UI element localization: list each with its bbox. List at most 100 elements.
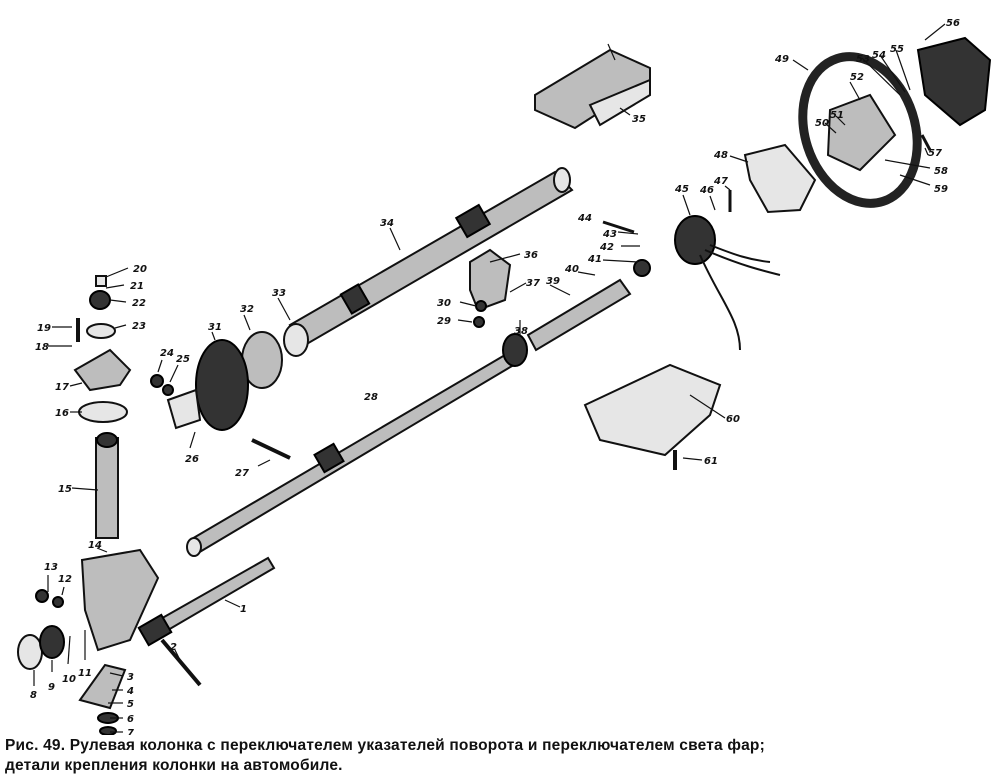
caption-line-2: детали крепления колонки на автомобиле. [5, 757, 343, 774]
label-22: 22 [132, 298, 146, 309]
part-48-cover [743, 143, 817, 214]
label-27: 27 [235, 468, 249, 479]
part-4-pitman-arm [78, 663, 127, 710]
label-28: 28 [364, 392, 378, 403]
label-16: 16 [55, 408, 69, 419]
part-7-nut [99, 726, 117, 735]
label-48: 48 [713, 150, 728, 161]
part-13-nut [35, 589, 49, 603]
label-59: 59 [934, 184, 948, 195]
label-36: 36 [524, 250, 538, 261]
caption-line-1: Рис. 49. Рулевая колонка с переключателе… [5, 737, 765, 754]
part-49-steering-wheel [798, 52, 922, 208]
part-15-sector-shaft [95, 432, 119, 539]
label-61: 61 [704, 456, 718, 467]
part-27-bolt [251, 438, 291, 460]
label-42: 42 [599, 242, 614, 253]
part-25-washer [162, 384, 174, 396]
label-58: 58 [934, 166, 948, 177]
part-labels: 1 2 3 4 5 6 7 8 9 10 11 12 13 14 15 16 1… [30, 18, 960, 735]
label-21: 21 [130, 281, 144, 292]
label-10: 10 [62, 674, 76, 685]
part-22-screw [89, 290, 111, 310]
part-30-washer [475, 300, 487, 312]
label-12: 12 [58, 574, 72, 585]
label-32: 32 [240, 304, 254, 315]
part-60-lower-cover [583, 363, 722, 457]
label-50: 50 [815, 118, 829, 129]
label-20: 20 [133, 264, 147, 275]
label-2: 2 [170, 642, 177, 653]
part-20-cap [95, 275, 107, 287]
label-39: 39 [546, 276, 560, 287]
label-24: 24 [160, 348, 174, 359]
label-6: 6 [127, 714, 134, 725]
label-43: 43 [602, 229, 617, 240]
label-33: 33 [272, 288, 286, 299]
part-29-bolt [473, 316, 485, 328]
part-36-bracket [469, 248, 512, 312]
part-33-ring [283, 323, 309, 357]
steering-column-drawing: 1 2 3 4 5 6 7 8 9 10 11 12 13 14 15 16 1… [17, 18, 992, 735]
leader-lines [33, 23, 946, 733]
figure-caption: Рис. 49. Рулевая колонка с переключателе… [5, 736, 995, 776]
label-17: 17 [55, 382, 69, 393]
part-40-tube [526, 278, 632, 352]
part-9-bearing [39, 625, 65, 659]
label-31: 31 [208, 322, 222, 333]
label-8: 8 [30, 690, 37, 701]
part-12-washer [52, 596, 64, 608]
label-4: 4 [126, 686, 134, 697]
label-35: 35 [632, 114, 646, 125]
label-30: 30 [437, 298, 451, 309]
label-14: 14 [88, 540, 102, 551]
label-18: 18 [35, 342, 49, 353]
part-8-seal [17, 634, 43, 670]
label-54: 54 [872, 50, 886, 61]
label-37: 37 [526, 278, 540, 289]
label-34: 34 [380, 218, 394, 229]
part-45-switch [674, 215, 781, 351]
label-55: 55 [890, 44, 904, 55]
part-38-nut [502, 333, 528, 367]
label-38: 38 [514, 326, 528, 337]
label-57: 57 [928, 148, 942, 159]
label-45: 45 [674, 184, 689, 195]
label-9: 9 [48, 682, 55, 693]
part-1-worm-shaft [137, 556, 276, 647]
part-17-side-cover [73, 348, 132, 392]
label-7: 7 [127, 728, 134, 735]
label-25: 25 [176, 354, 190, 365]
label-15: 15 [58, 484, 72, 495]
label-23: 23 [132, 321, 146, 332]
label-1: 1 [240, 604, 247, 615]
part-31-disc [195, 339, 249, 431]
part-14-housing [80, 548, 160, 652]
label-13: 13 [44, 562, 58, 573]
label-53: 53 [856, 54, 870, 65]
label-26: 26 [185, 454, 199, 465]
part-2-bolt [160, 638, 202, 687]
part-23-plate [86, 323, 116, 339]
part-56-horn-pad [916, 36, 992, 127]
label-3: 3 [127, 672, 134, 683]
label-47: 47 [713, 176, 728, 187]
label-40: 40 [564, 264, 579, 275]
label-52: 52 [850, 72, 864, 83]
part-44-pin [602, 220, 635, 234]
part-57-screw [920, 134, 932, 151]
label-60: 60 [726, 414, 740, 425]
exploded-view-diagram: 1 2 3 4 5 6 7 8 9 10 11 12 13 14 15 16 1… [17, 18, 992, 735]
part-41-nut [633, 259, 651, 277]
part-16-gasket [78, 401, 128, 423]
label-29: 29 [437, 316, 451, 327]
part-35-cover [534, 48, 651, 130]
part-24-nut [150, 374, 164, 388]
part-28-steering-shaft [186, 353, 514, 557]
label-56: 56 [946, 18, 960, 29]
label-51: 51 [830, 110, 844, 121]
label-49: 49 [774, 54, 789, 65]
label-44: 44 [577, 213, 592, 224]
label-19: 19 [37, 323, 51, 334]
label-11: 11 [78, 668, 92, 679]
